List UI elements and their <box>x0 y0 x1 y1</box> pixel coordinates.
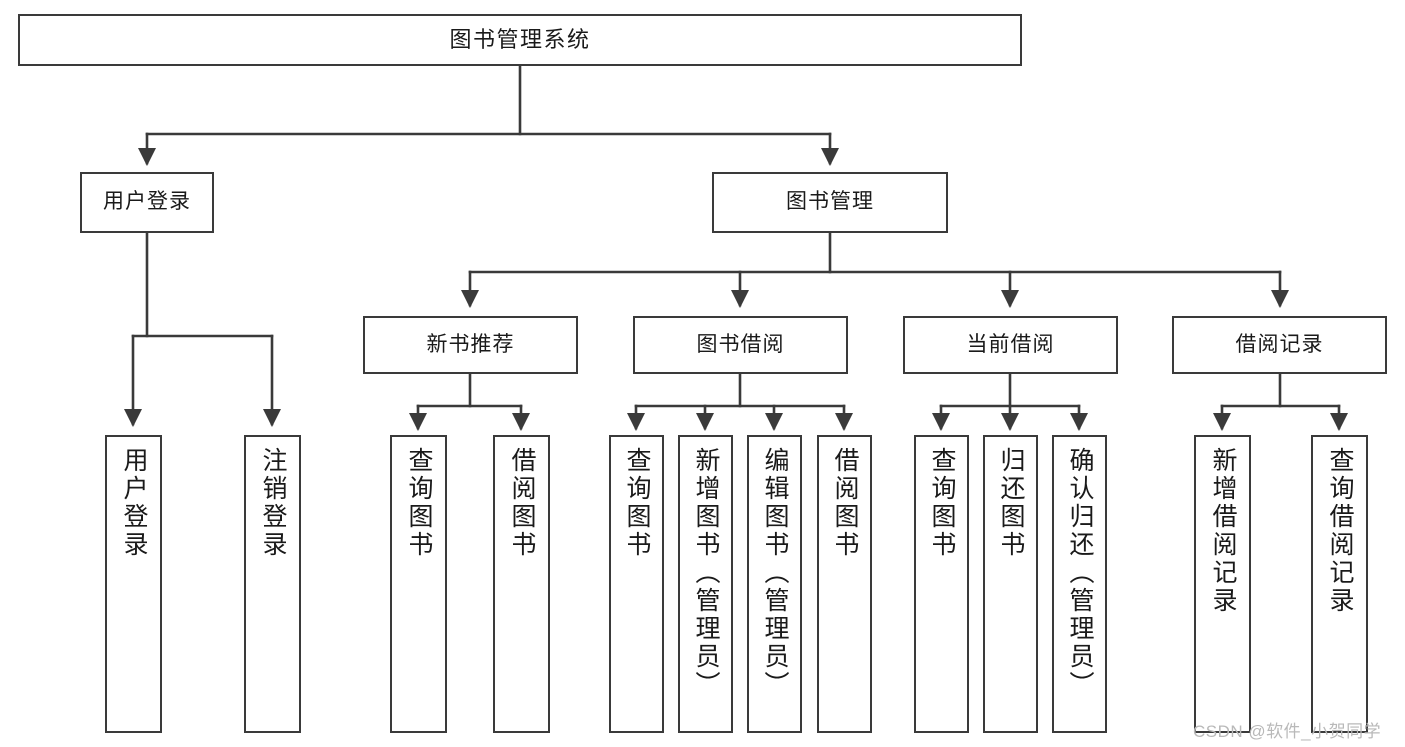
node-root-system[interactable]: 图书管理系统 <box>18 14 1022 66</box>
node-label: 归还图书 <box>997 447 1025 559</box>
node-label: 借阅图书 <box>508 447 536 559</box>
leaf-logout[interactable]: 注销登录 <box>244 435 301 733</box>
leaf-add-borrow-record[interactable]: 新增借阅记录 <box>1194 435 1251 733</box>
leaf-borrow-book-recommend[interactable]: 借阅图书 <box>493 435 550 733</box>
node-label: 用户登录 <box>103 190 191 214</box>
node-label: 查询图书 <box>623 447 651 559</box>
node-book-management[interactable]: 图书管理 <box>712 172 948 233</box>
node-label: 新增借阅记录 <box>1209 447 1237 615</box>
leaf-user-login[interactable]: 用户登录 <box>105 435 162 733</box>
node-label: 查询图书 <box>405 447 433 559</box>
leaf-add-book-admin[interactable]: 新增图书（管理员） <box>678 435 733 733</box>
leaf-confirm-return-admin[interactable]: 确认归还（管理员） <box>1052 435 1107 733</box>
node-label: 图书借阅 <box>696 332 785 356</box>
node-label: 用户登录 <box>120 447 148 559</box>
node-label: 图书管理系统 <box>449 27 591 53</box>
node-user-login[interactable]: 用户登录 <box>80 172 214 233</box>
leaf-return-book[interactable]: 归还图书 <box>983 435 1038 733</box>
node-label: 确认归还（管理员） <box>1066 447 1094 699</box>
node-label: 编辑图书（管理员） <box>761 447 789 699</box>
node-label: 借阅图书 <box>831 447 859 559</box>
node-borrow-record[interactable]: 借阅记录 <box>1172 316 1387 374</box>
node-new-book-recommend[interactable]: 新书推荐 <box>363 316 578 374</box>
node-label: 新增图书（管理员） <box>692 447 720 699</box>
node-label: 查询借阅记录 <box>1326 447 1354 615</box>
leaf-borrow-book[interactable]: 借阅图书 <box>817 435 872 733</box>
leaf-query-book-current[interactable]: 查询图书 <box>914 435 969 733</box>
leaf-query-borrow-record[interactable]: 查询借阅记录 <box>1311 435 1368 733</box>
node-label: 借阅记录 <box>1235 332 1324 356</box>
node-label: 注销登录 <box>259 447 287 559</box>
node-label: 新书推荐 <box>426 332 515 356</box>
node-label: 查询图书 <box>928 447 956 559</box>
node-label: 图书管理 <box>786 190 874 214</box>
node-book-borrow[interactable]: 图书借阅 <box>633 316 848 374</box>
leaf-edit-book-admin[interactable]: 编辑图书（管理员） <box>747 435 802 733</box>
node-label: 当前借阅 <box>966 332 1055 356</box>
node-current-borrow[interactable]: 当前借阅 <box>903 316 1118 374</box>
leaf-query-book-recommend[interactable]: 查询图书 <box>390 435 447 733</box>
leaf-query-book[interactable]: 查询图书 <box>609 435 664 733</box>
csdn-watermark: CSDN @软件_小贺同学 <box>1193 722 1382 741</box>
